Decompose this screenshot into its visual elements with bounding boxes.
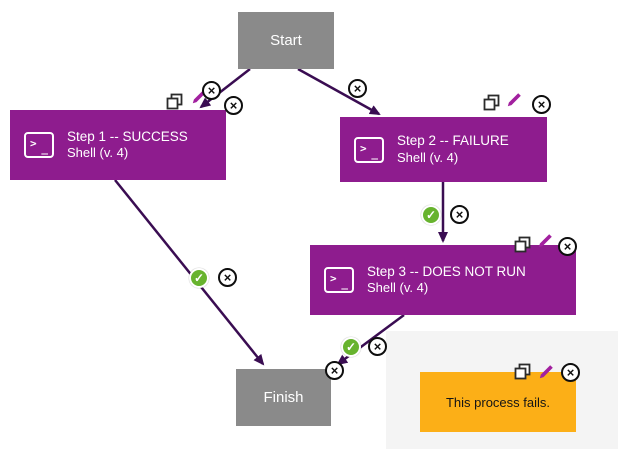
x-glyph: × bbox=[566, 365, 575, 380]
delete-connection-start-step1-icon[interactable]: × bbox=[202, 81, 221, 100]
shell-terminal-icon: > _ bbox=[324, 267, 354, 293]
finish-node: Finish bbox=[236, 369, 331, 426]
edit-step3-icon[interactable] bbox=[536, 232, 554, 250]
x-glyph: × bbox=[229, 98, 238, 113]
step-node-1[interactable]: > _ Step 1 -- SUCCESS Shell (v. 4) bbox=[10, 110, 226, 180]
success-step2-step3-icon: ✓ bbox=[421, 205, 441, 225]
x-glyph: × bbox=[563, 239, 572, 254]
connector-start-step2 bbox=[297, 67, 381, 116]
copy-step3-icon[interactable] bbox=[514, 236, 531, 253]
copy-step1-icon[interactable] bbox=[166, 93, 183, 110]
step-title: Step 1 -- SUCCESS bbox=[67, 128, 188, 144]
step-text: Step 2 -- FAILURE Shell (v. 4) bbox=[397, 132, 509, 166]
step-node-2[interactable]: > _ Step 2 -- FAILURE Shell (v. 4) bbox=[340, 117, 547, 182]
x-glyph: × bbox=[207, 83, 216, 98]
terminal-cursor-glyph: _ bbox=[41, 142, 48, 155]
delete-step2-icon[interactable]: × bbox=[532, 95, 551, 114]
delete-step1-icon[interactable]: × bbox=[224, 96, 243, 115]
edit-step2-icon[interactable] bbox=[505, 91, 523, 109]
note-text: This process fails. bbox=[445, 394, 551, 410]
delete-note-icon[interactable]: × bbox=[561, 363, 580, 382]
terminal-cursor-glyph: _ bbox=[371, 146, 378, 160]
delete-finish-icon[interactable]: × bbox=[325, 361, 344, 380]
step-text: Step 3 -- DOES NOT RUN Shell (v. 4) bbox=[367, 263, 526, 297]
terminal-prompt-glyph: > bbox=[360, 141, 367, 155]
step-subtitle: Shell (v. 4) bbox=[397, 149, 459, 165]
delete-connection-step2-step3-icon[interactable]: × bbox=[450, 205, 469, 224]
step-subtitle: Shell (v. 4) bbox=[67, 145, 129, 161]
step-title: Step 3 -- DOES NOT RUN bbox=[367, 263, 526, 279]
note-node[interactable]: This process fails. bbox=[420, 372, 576, 432]
step-title: Step 2 -- FAILURE bbox=[397, 133, 509, 149]
x-glyph: × bbox=[537, 97, 546, 112]
x-glyph: × bbox=[353, 81, 362, 96]
copy-step2-icon[interactable] bbox=[483, 94, 500, 111]
shell-terminal-icon: > _ bbox=[24, 132, 54, 158]
check-glyph: ✓ bbox=[345, 340, 357, 354]
edit-note-icon[interactable] bbox=[537, 363, 555, 381]
delete-connection-step1-finish-icon[interactable]: × bbox=[218, 268, 237, 287]
finish-label: Finish bbox=[263, 389, 304, 406]
delete-step3-icon[interactable]: × bbox=[558, 237, 577, 256]
x-glyph: × bbox=[330, 363, 339, 378]
check-glyph: ✓ bbox=[193, 271, 205, 285]
step-text: Step 1 -- SUCCESS Shell (v. 4) bbox=[67, 128, 188, 162]
step-subtitle: Shell (v. 4) bbox=[367, 280, 429, 296]
terminal-prompt-glyph: > bbox=[30, 137, 37, 150]
check-glyph: ✓ bbox=[425, 208, 437, 222]
success-step3-finish-icon: ✓ bbox=[341, 337, 361, 357]
x-glyph: × bbox=[223, 270, 232, 285]
start-node: Start bbox=[238, 12, 334, 69]
step-node-3[interactable]: > _ Step 3 -- DOES NOT RUN Shell (v. 4) bbox=[310, 245, 576, 315]
start-label: Start bbox=[270, 32, 302, 49]
x-glyph: × bbox=[455, 207, 464, 222]
terminal-cursor-glyph: _ bbox=[341, 277, 348, 290]
shell-terminal-icon: > _ bbox=[354, 136, 384, 163]
delete-connection-step3-finish-icon[interactable]: × bbox=[368, 337, 387, 356]
terminal-prompt-glyph: > bbox=[330, 272, 337, 285]
copy-note-icon[interactable] bbox=[514, 363, 531, 380]
connector-step1-finish bbox=[114, 179, 265, 366]
x-glyph: × bbox=[373, 339, 382, 354]
delete-connection-start-step2-icon[interactable]: × bbox=[348, 79, 367, 98]
success-step1-finish-icon: ✓ bbox=[189, 268, 209, 288]
